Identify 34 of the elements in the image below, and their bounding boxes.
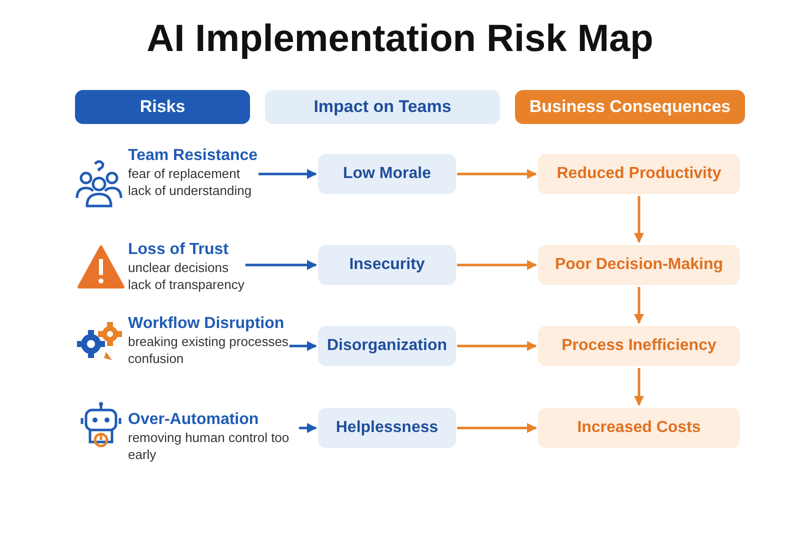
column-header: Impact on Teams bbox=[265, 90, 500, 124]
column-header: Risks bbox=[75, 90, 250, 124]
impact-box: Low Morale bbox=[318, 154, 456, 194]
impact-box: Insecurity bbox=[318, 245, 456, 285]
arrow bbox=[299, 423, 317, 433]
risk-description: unclear decisions bbox=[128, 259, 230, 276]
consequence-box: Increased Costs bbox=[538, 408, 740, 448]
arrow bbox=[289, 341, 317, 351]
arrow bbox=[457, 260, 537, 270]
impact-box: Helplessness bbox=[318, 408, 456, 448]
arrow bbox=[634, 368, 644, 406]
arrow bbox=[457, 341, 537, 351]
risk-description: confusion bbox=[128, 350, 185, 367]
arrow bbox=[457, 169, 537, 179]
impact-box: Disorganization bbox=[318, 326, 456, 366]
risk-description: lack of transparency bbox=[128, 276, 244, 293]
risk-heading: Over-Automation bbox=[128, 410, 260, 429]
consequence-box: Poor Decision-Making bbox=[538, 245, 740, 285]
consequence-box: Process Inefficiency bbox=[538, 326, 740, 366]
risk-heading: Workflow Disruption bbox=[128, 314, 286, 333]
risk-heading: Loss of Trust bbox=[128, 240, 230, 259]
risk-heading: Team Resistance bbox=[128, 146, 258, 165]
column-header: Business Consequences bbox=[515, 90, 745, 124]
consequence-box: Reduced Productivity bbox=[538, 154, 740, 194]
arrow bbox=[245, 260, 317, 270]
risk-description: removing human control too early bbox=[128, 429, 290, 463]
risk-description: breaking existing processes bbox=[128, 333, 288, 350]
title: AI Implementation Risk Map bbox=[146, 18, 654, 61]
arrow bbox=[457, 423, 537, 433]
arrow bbox=[634, 196, 644, 243]
risk-description: lack of understanding bbox=[128, 182, 253, 199]
arrow bbox=[634, 287, 644, 324]
risk-description: fear of replacement bbox=[128, 165, 242, 182]
arrow bbox=[258, 169, 317, 179]
